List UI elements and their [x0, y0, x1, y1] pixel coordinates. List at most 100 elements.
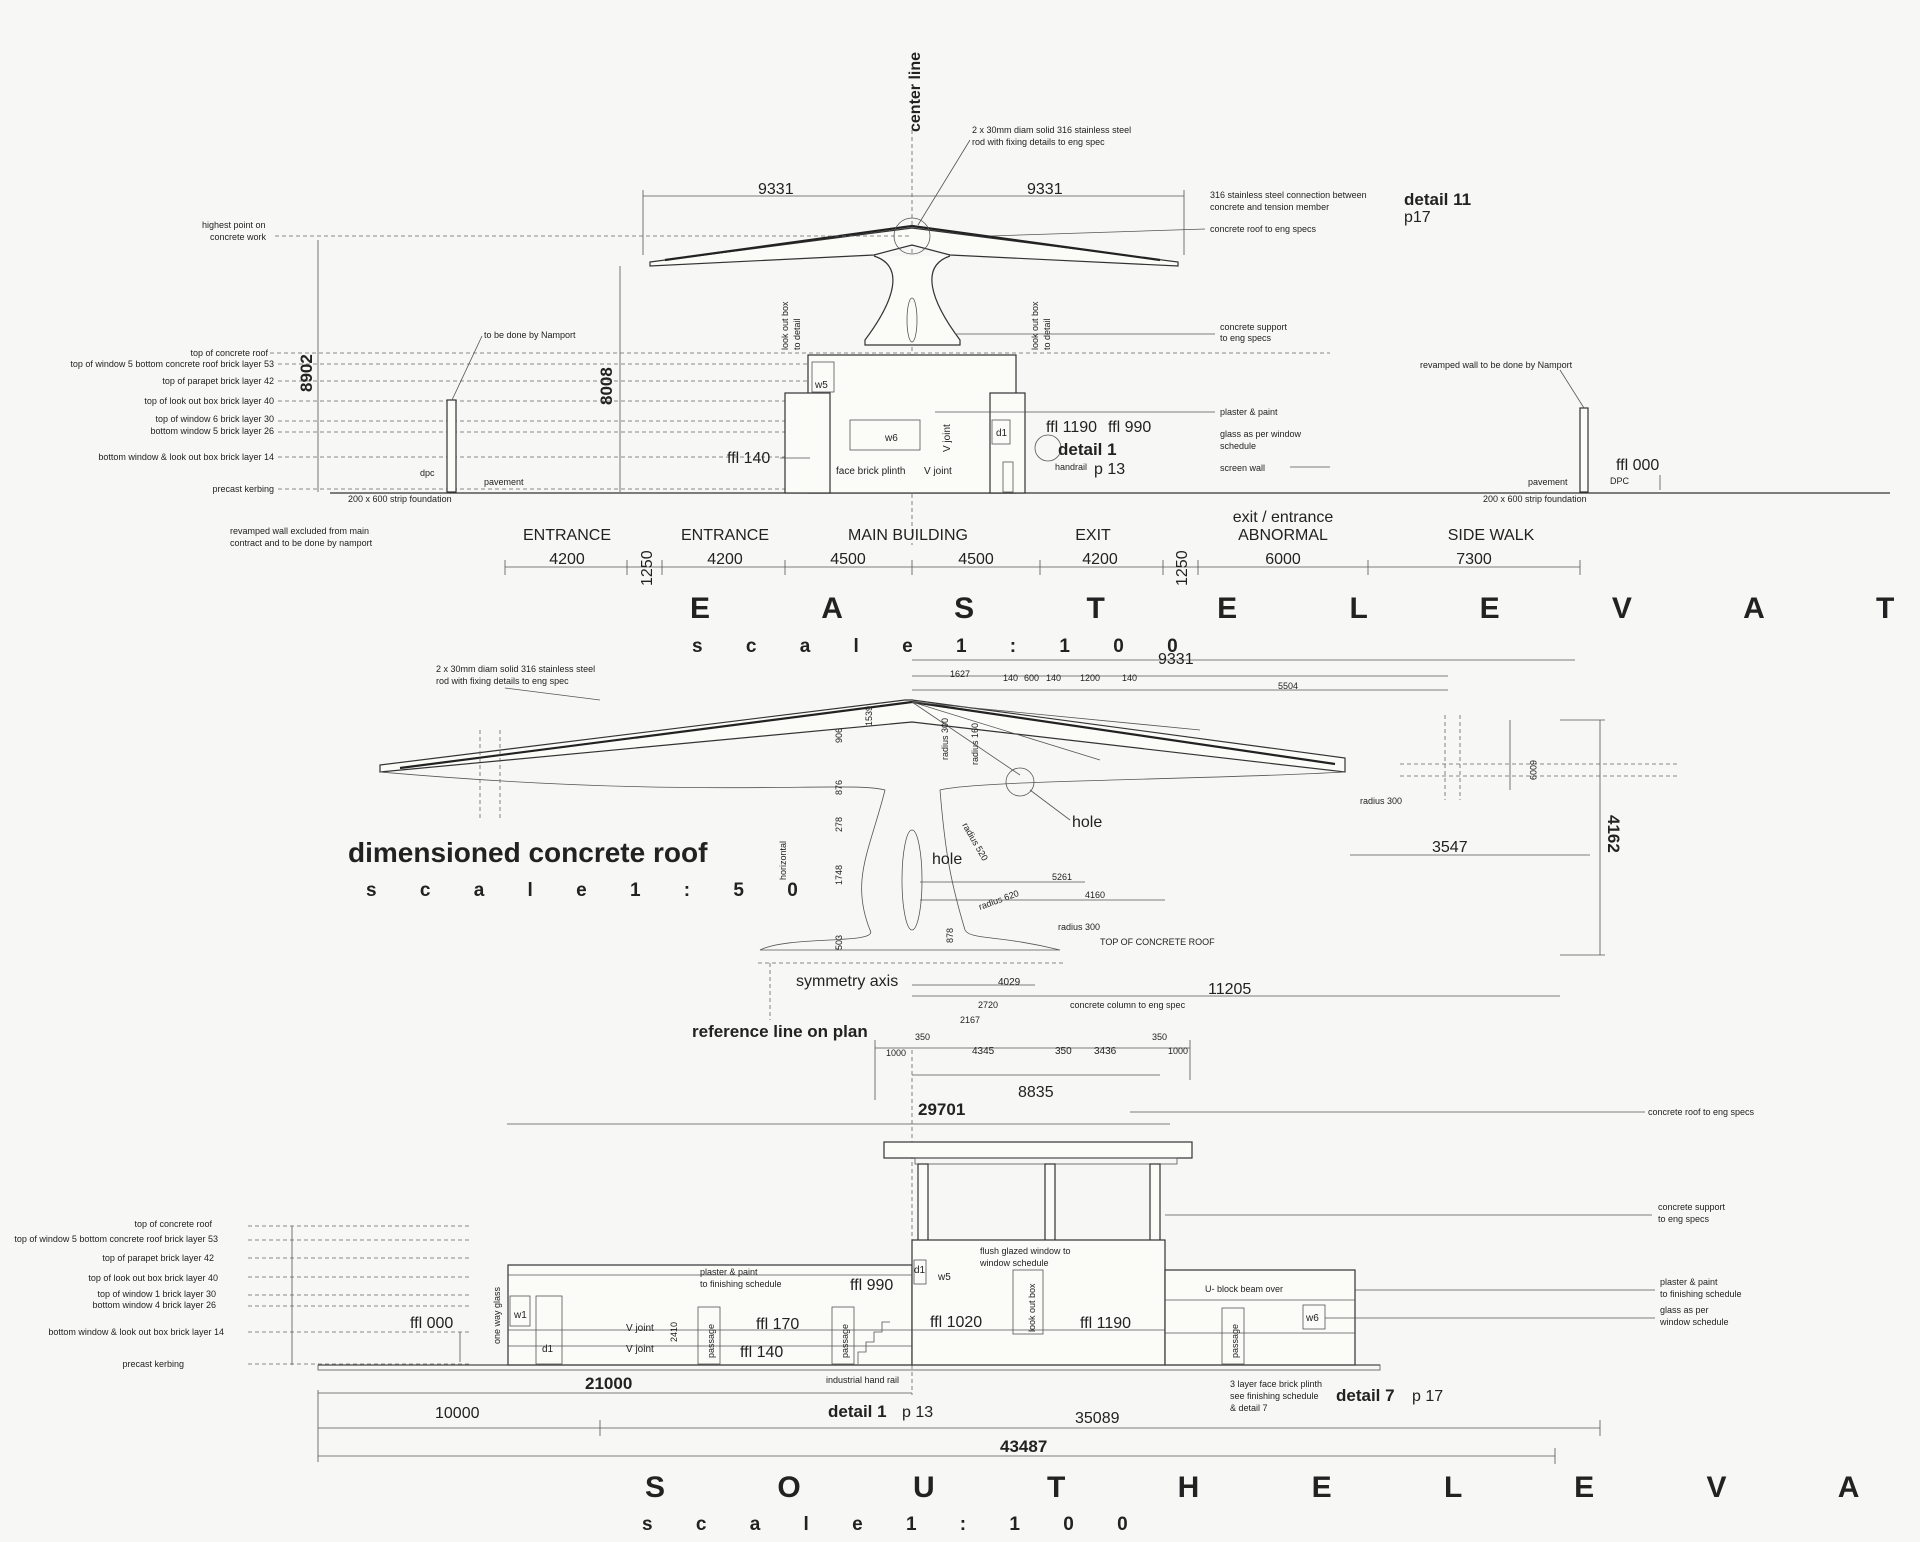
south-dim-21000: 21000: [585, 1374, 632, 1393]
east-level-3: top of parapet brick layer 42: [162, 376, 274, 386]
south-level-lines: [248, 1225, 470, 1365]
roof-dim-8835: 8835: [1018, 1084, 1054, 1101]
south-passage-1: passage: [706, 1324, 716, 1358]
south-roof-slab: [883, 1141, 1193, 1159]
east-vjoint-1: V joint: [924, 466, 952, 477]
south-handrail: industrial hand rail: [826, 1375, 899, 1385]
east-level-8: precast kerbing: [212, 484, 274, 494]
detail-11-label: detail 11: [1404, 190, 1471, 209]
south-elevation-scale: s c a l e 1 : 1 0 0: [642, 1514, 1147, 1535]
roof-bottom-dim-1000a: 1000: [886, 1048, 906, 1058]
east-elevation: center line 2 x 30mm diam solid 316 stai…: [70, 52, 1920, 657]
south-passage-door-1: [697, 1306, 721, 1365]
south-elevation: 29701 concrete roof to eng specs concret…: [14, 1050, 1920, 1535]
roof-dim-600: 600: [1024, 673, 1039, 683]
south-flush-note-1: flush glazed window to: [980, 1246, 1071, 1256]
east-w5: w5: [814, 380, 828, 391]
east-ffl-1190: ffl 1190: [1046, 419, 1097, 436]
roof-col-note: concrete column to eng spec: [1070, 1000, 1186, 1010]
south-passage-2: passage: [840, 1324, 850, 1358]
roof-vdim-503: 503: [834, 935, 844, 950]
pavement-right: pavement: [1528, 477, 1568, 487]
roof-bottom-dim-350a: 350: [915, 1032, 930, 1042]
south-column-2: [1044, 1163, 1056, 1247]
south-ffl-170: ffl 170: [756, 1316, 799, 1333]
concrete-support: [864, 255, 961, 346]
roof-bottom-dim-350b: 350: [1055, 1046, 1072, 1057]
south-level-5: top of window 1 brick layer 30: [97, 1289, 216, 1299]
south-plinth-1: 3 layer face brick plinth: [1230, 1379, 1322, 1389]
east-level-lines: [270, 352, 1330, 490]
roof-bottom-dim-1000b: 1000: [1168, 1046, 1188, 1056]
east-level-2: top of window 5 bottom concrete roof bri…: [70, 359, 274, 369]
south-column-1: [917, 1163, 929, 1247]
east-screen-note: screen wall: [1220, 463, 1265, 473]
roof-vdim-1539: 1539: [864, 706, 874, 726]
east-w6: w6: [884, 433, 898, 444]
roof-radius-1: radius 300: [940, 718, 950, 760]
detail-11-page: p17: [1404, 209, 1431, 226]
roof-dim-140a: 140: [1003, 673, 1018, 683]
south-detail-1-page: p 13: [902, 1404, 933, 1421]
roof-symmetry-axis: symmetry axis: [796, 973, 898, 990]
east-glass-note-2: schedule: [1220, 441, 1256, 451]
roof-rod-note-2: rod with fixing details to eng spec: [436, 676, 569, 686]
namport-wall-right: [1579, 407, 1589, 493]
south-w1: w1: [513, 1310, 527, 1321]
roof-dim-1627: 1627: [950, 669, 970, 679]
strip-foundation-right: 200 x 600 strip foundation: [1483, 494, 1587, 504]
south-level-2: top of window 5 bottom concrete roof bri…: [14, 1234, 218, 1244]
revamped-left-line1: revamped wall excluded from main: [230, 526, 369, 536]
dpc-label: dpc: [420, 468, 435, 478]
south-steps: [857, 1321, 890, 1364]
roof-radius-3: radius 300: [1360, 796, 1402, 806]
south-level-1: top of concrete roof: [134, 1219, 212, 1229]
section-entrance-1: ENTRANCE: [523, 527, 611, 544]
south-plinth-2: see finishing schedule: [1230, 1391, 1319, 1401]
dim-side-walk: 7300: [1456, 551, 1492, 568]
south-d1b: d1: [914, 1265, 926, 1276]
east-detail-1-page: p 13: [1094, 461, 1125, 478]
dim-8008: 8008: [597, 367, 616, 405]
south-plaster-right-1: plaster & paint: [1660, 1277, 1718, 1287]
east-glass-note-1: glass as per window: [1220, 429, 1302, 439]
roof-vdim-1748: 1748: [834, 865, 844, 885]
support-note-line2: to eng specs: [1220, 333, 1272, 343]
east-elevation-scale: s c a l e 1 : 1 0 0: [692, 636, 1197, 657]
tension-rod-left: [664, 224, 913, 262]
namport-note: to be done by Namport: [484, 330, 576, 340]
east-plinth: face brick plinth: [836, 466, 905, 477]
south-flush-note-2: window schedule: [979, 1258, 1049, 1268]
strip-foundation-left: 200 x 600 strip foundation: [348, 494, 452, 504]
south-plaster-mid-2: to finishing schedule: [700, 1279, 782, 1289]
dim-main-1: 4500: [830, 551, 866, 568]
south-ffl-990: ffl 990: [850, 1277, 893, 1294]
center-line-label: center line: [907, 52, 924, 132]
dim-9331-right: 9331: [1027, 181, 1063, 198]
section-side-walk: SIDE WALK: [1448, 527, 1535, 544]
south-lookout-label: look out box: [1027, 1283, 1037, 1332]
south-door-1: [535, 1295, 563, 1365]
highest-point-line1: highest point on: [202, 220, 266, 230]
dim-abnormal: 6000: [1265, 551, 1301, 568]
roof-dim-140b: 140: [1046, 673, 1061, 683]
east-ffl-140: ffl 140: [727, 450, 770, 467]
south-building-right: [1164, 1269, 1356, 1366]
east-ffl-990: ffl 990: [1108, 419, 1151, 436]
south-one-way-glass: one way glass: [492, 1286, 502, 1344]
south-building-left: [507, 1264, 913, 1366]
roof-radius-6: radius 300: [1058, 922, 1100, 932]
section-entrance-2: ENTRANCE: [681, 527, 769, 544]
roof-dim-5504: 5504: [1278, 681, 1298, 691]
roof-dim-1200: 1200: [1080, 673, 1100, 683]
dim-gap-b: 1250: [1174, 550, 1191, 586]
east-level-6: bottom window 5 brick layer 26: [150, 426, 274, 436]
lookout-note-2b: to detail: [1042, 318, 1052, 350]
roof-bottom-dim-3436: 3436: [1094, 1046, 1117, 1057]
namport-wall-left: [446, 399, 457, 493]
revamped-left-line2: contract and to be done by namport: [230, 538, 373, 548]
roof-dim-9331: 9331: [1158, 651, 1194, 668]
south-level-3: top of parapet brick layer 42: [102, 1253, 214, 1263]
roof-rod-left: [399, 700, 913, 770]
